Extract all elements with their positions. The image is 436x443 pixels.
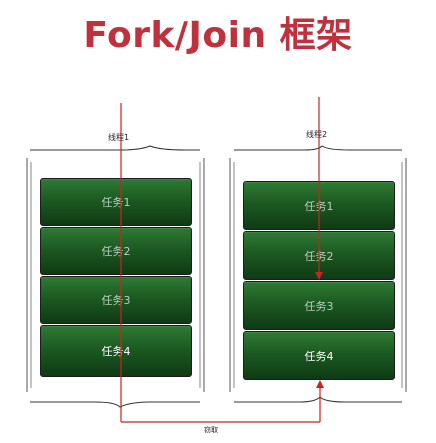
steal-label: 窃取 [204,426,218,434]
diagram-title: Fork/Join 框架 [83,15,353,56]
thread1-task-2: 任务2 [40,227,192,275]
thread1-top-bracket [30,145,200,151]
thread1-label: 线程1 [108,133,130,142]
thread1-task-3: 任务3 [40,276,192,324]
thread2-task-4: 任务4 [243,331,395,380]
thread2-task-3: 任务3 [243,281,395,330]
thread2-label: 线程2 [306,130,328,139]
thread2-task-4-label: 任务4 [304,349,334,363]
thread2-task-3-label: 任务3 [304,299,334,313]
thread1-task-4: 任务4 [40,325,192,377]
thread1-task-1: 任务1 [40,178,192,226]
thread1-task-1-label: 任务1 [101,196,131,209]
thread2-top-bracket [234,145,402,151]
thread1-task-2-label: 任务2 [101,245,131,258]
thread1-bottom-bracket [30,401,200,408]
thread1-task-4-label: 任务4 [101,345,131,358]
thread1-task-3-label: 任务3 [101,294,131,307]
